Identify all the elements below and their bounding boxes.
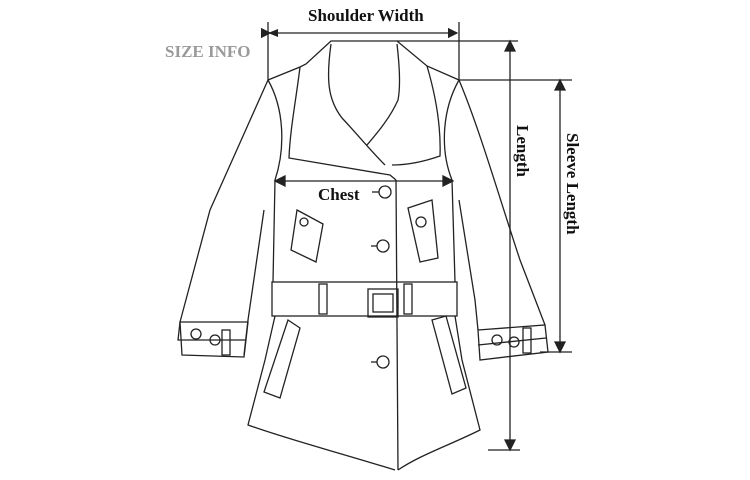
size-info-title: SIZE INFO: [165, 42, 251, 61]
length-dimension: [397, 39, 520, 452]
chest-dimension: [273, 174, 455, 188]
sleeve-length-label: Sleeve Length: [563, 133, 582, 235]
length-label: Length: [513, 125, 532, 177]
shoulder-width-label: Shoulder Width: [308, 6, 424, 25]
sleeve-length-dimension: [459, 78, 572, 354]
chest-label: Chest: [318, 185, 360, 204]
shoulder-width-dimension: [260, 22, 460, 80]
coat-outline: [177, 40, 549, 471]
